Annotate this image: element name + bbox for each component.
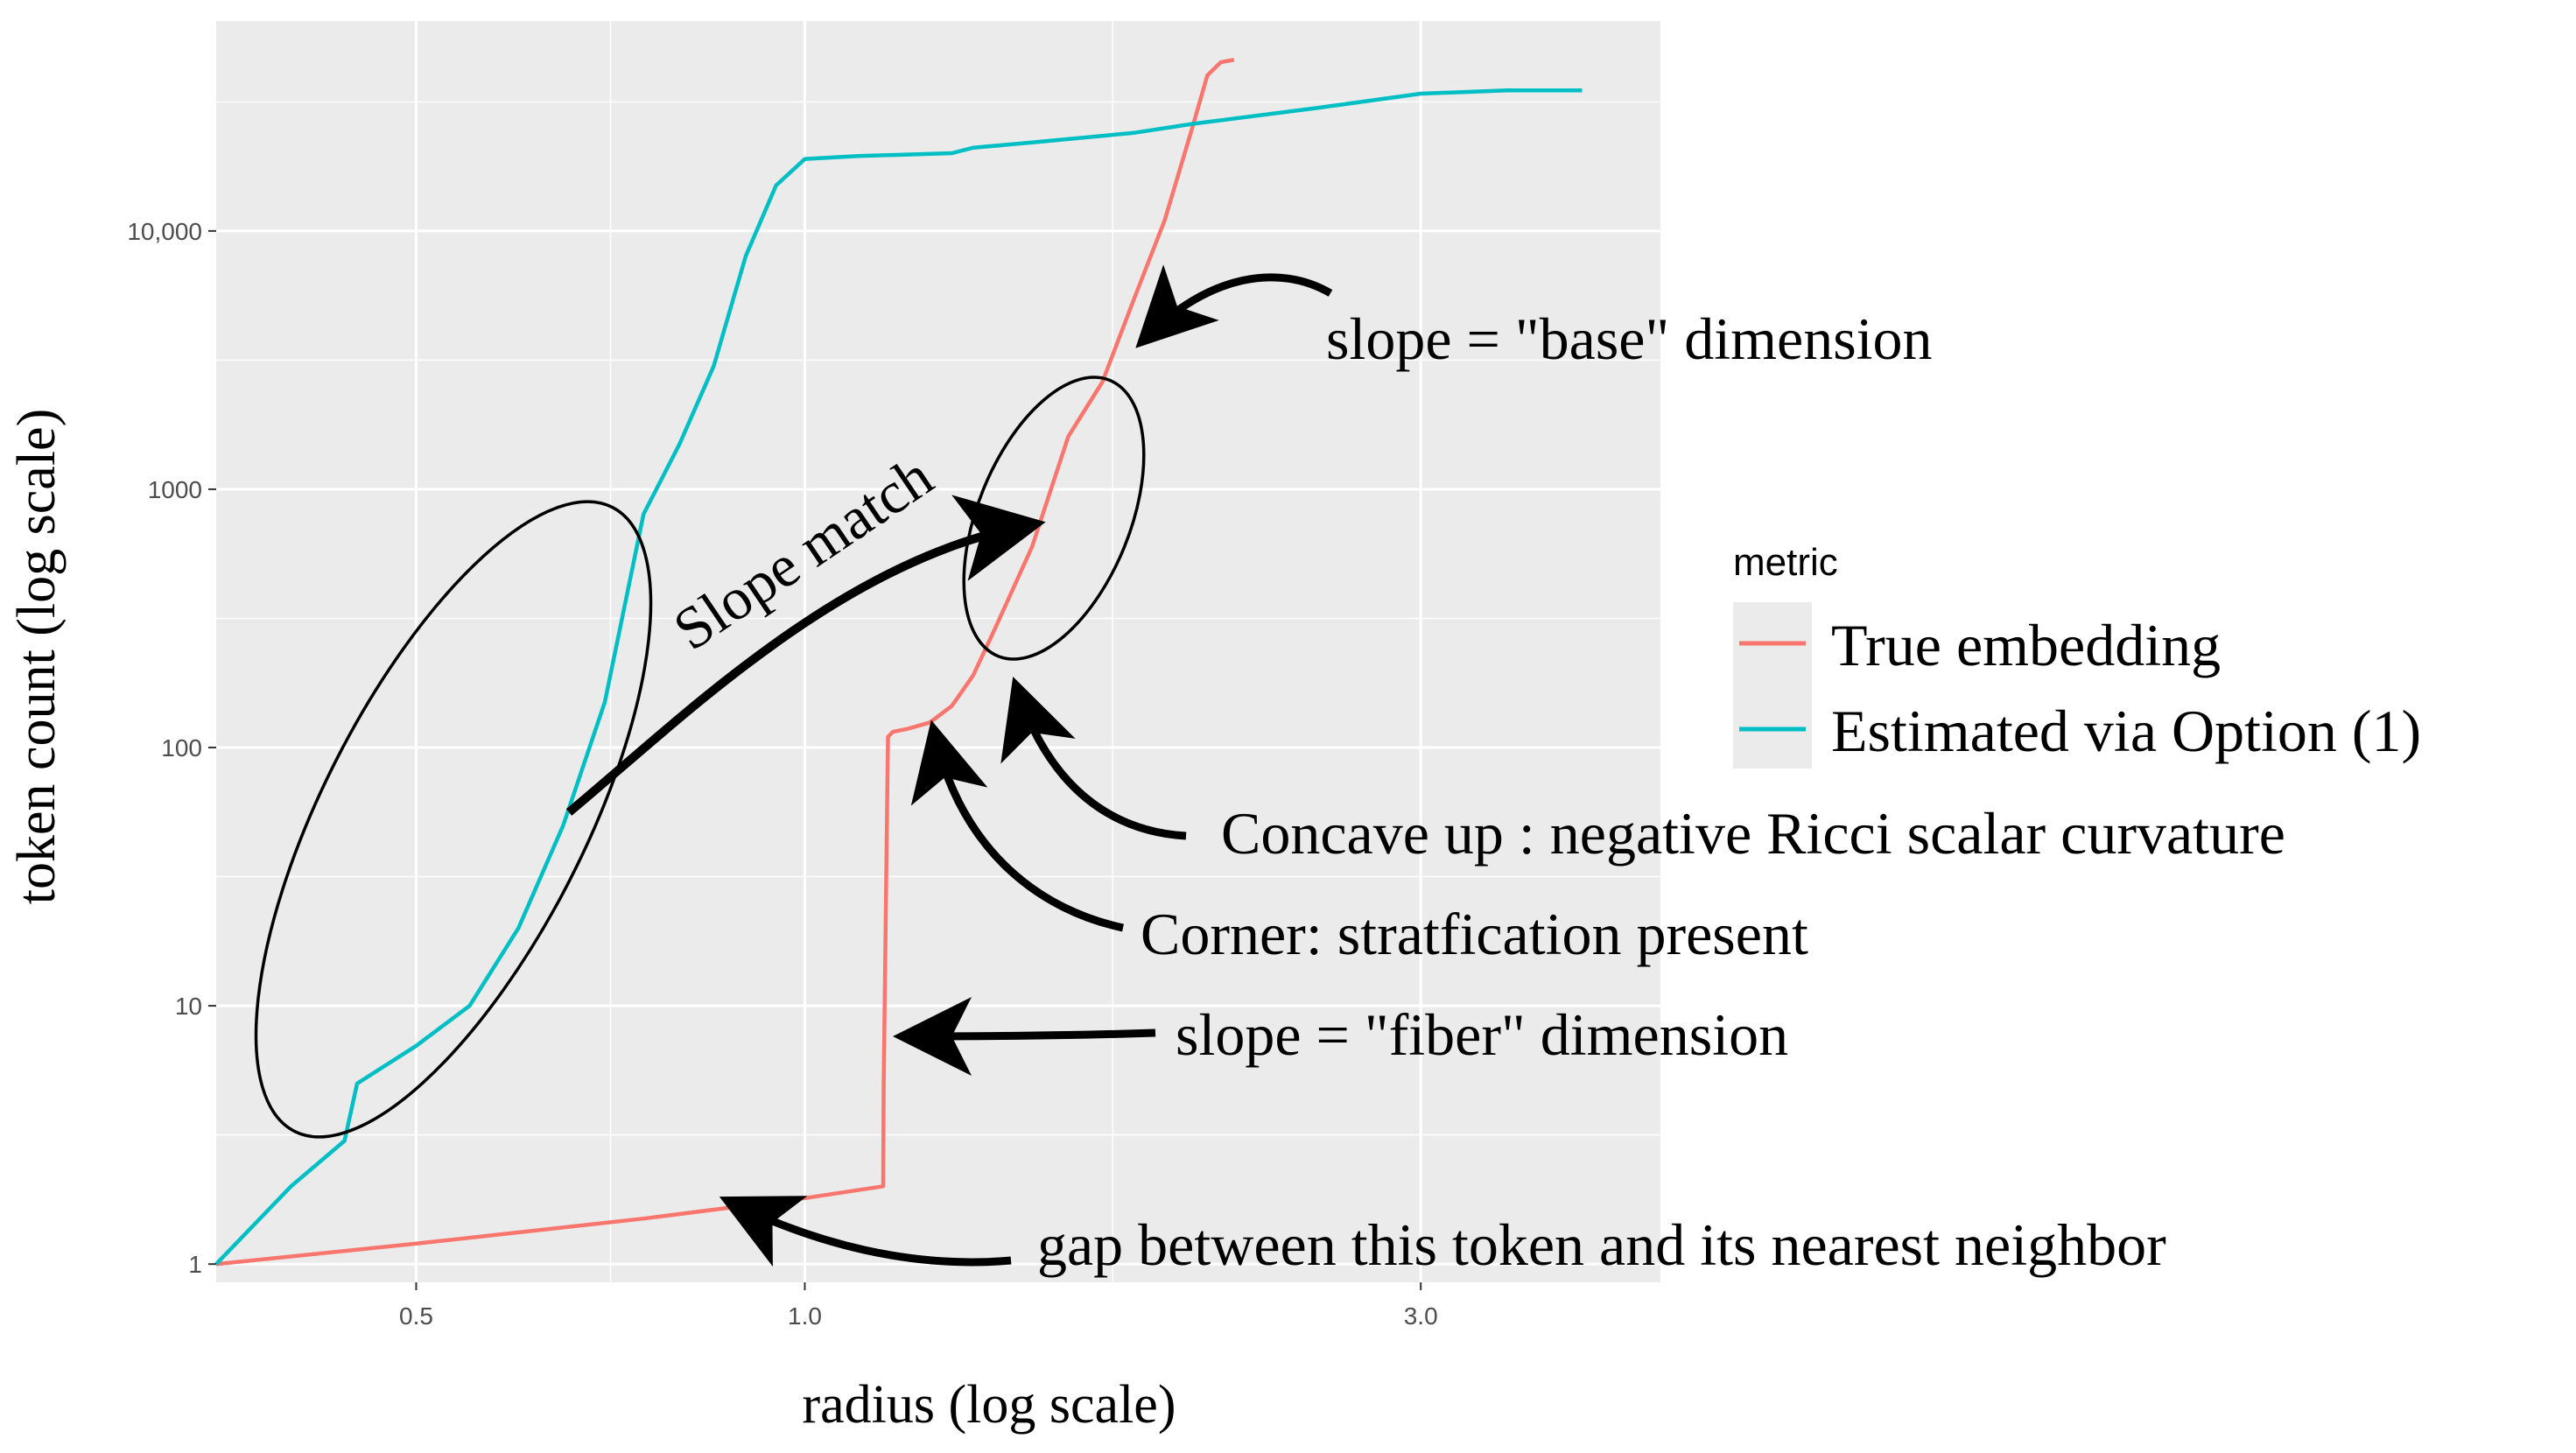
legend-key-background	[1733, 602, 1812, 769]
x-axis-title: radius (log scale)	[803, 1375, 1176, 1435]
base-arrow	[1135, 264, 1333, 348]
concave-arrow	[1000, 676, 1187, 840]
y-tick-label: 10	[175, 993, 202, 1020]
x-tick-label: 3.0	[1404, 1302, 1438, 1330]
annotation-concave: Concave up : negative Ricci scalar curva…	[1221, 800, 2285, 867]
corner-arrow	[910, 719, 1124, 932]
y-tick-label: 1	[188, 1251, 202, 1278]
annotation-corner: Corner: stratfication present	[1141, 901, 1808, 967]
gap-arrow	[719, 1196, 1012, 1267]
x-tick-label: 0.5	[399, 1302, 433, 1330]
y-tick-label: 100	[161, 734, 202, 762]
annotation-fiber: slope = "fiber" dimension	[1176, 1001, 1788, 1068]
annotation-ellipse-estimated	[254, 500, 653, 1139]
fiber-arrow	[893, 996, 1156, 1076]
legend-title: metric	[1733, 541, 1838, 584]
slope-match-arrow	[565, 495, 1046, 816]
plot-panel	[216, 21, 1660, 1282]
series-line-estimated-via-option-1	[214, 88, 1583, 1266]
legend-label-estimated: Estimated via Option (1)	[1831, 698, 2421, 764]
annotation-ellipse-true	[962, 376, 1146, 661]
annotation-base: slope = "base" dimension	[1326, 305, 1933, 372]
legend: metric True embedding Estimated via Opti…	[1733, 541, 2421, 769]
series-line-true-embedding	[215, 58, 1235, 1267]
y-tick-label: 10,000	[127, 218, 202, 245]
y-tick-label: 1000	[148, 476, 202, 503]
legend-label-true-embedding: True embedding	[1831, 612, 2221, 678]
axis-ticks: 0.5 1.0 3.0 1 10 100 1000 10,000	[127, 218, 1437, 1330]
y-axis-title: token count (log scale)	[7, 409, 67, 904]
x-tick-label: 1.0	[788, 1302, 822, 1330]
series-lines	[214, 58, 1583, 1267]
annotation-gap: gap between this token and its nearest n…	[1037, 1211, 2166, 1278]
